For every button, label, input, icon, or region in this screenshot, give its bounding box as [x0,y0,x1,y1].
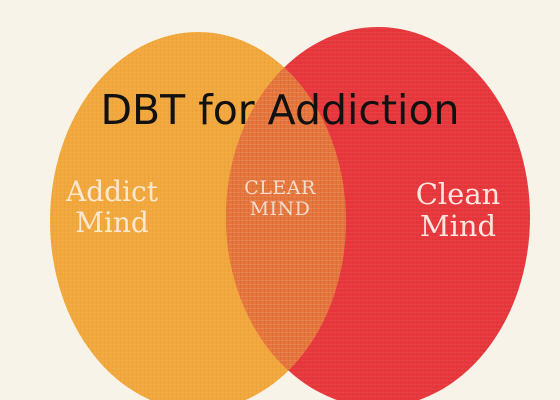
clear-mind-label-line-1: CLEAR [244,177,316,199]
right-circle-texture [226,27,530,400]
addict-mind-label-line-1: Addict [66,175,158,208]
diagram-title: DBT for Addiction [100,86,460,134]
clear-mind-label-line-2: MIND [249,198,311,221]
clear-mind-label: CLEAR MIND [230,177,330,221]
addict-mind-label: Addict Mind [52,176,172,239]
clean-mind-label-line-2: Mind [419,209,497,244]
addict-mind-label-line-2: Mind [75,206,149,240]
clean-mind-label-line-1: Clean [415,177,501,211]
clean-mind-label: Clean Mind [398,178,518,243]
